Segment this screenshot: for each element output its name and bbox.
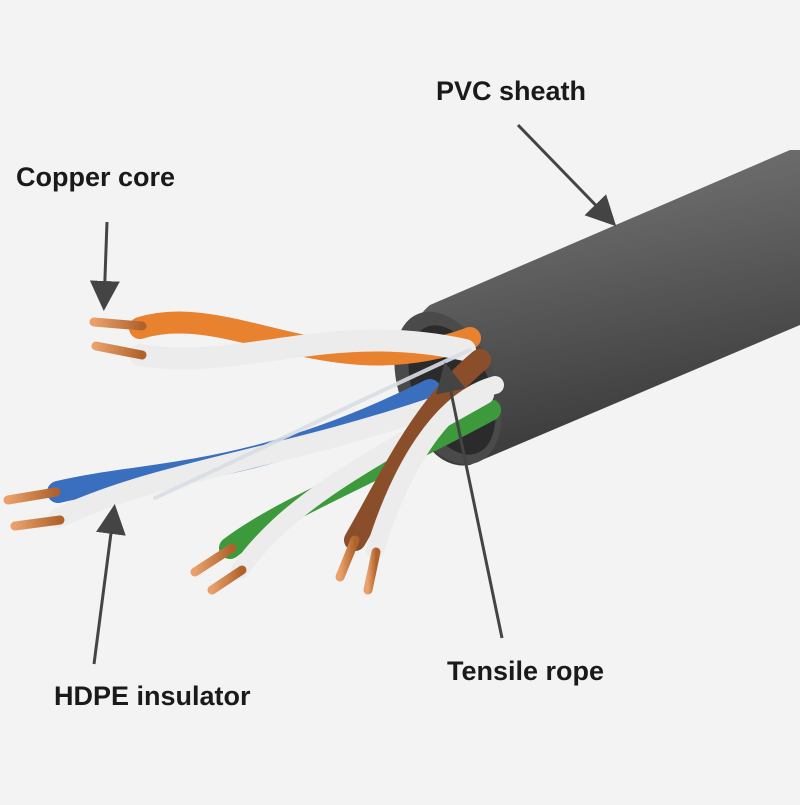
copper-core-5 bbox=[190, 543, 237, 577]
brown-white-wire bbox=[366, 376, 504, 559]
pvc-sheath-label: PVC sheath bbox=[436, 76, 587, 106]
pvc-arrow bbox=[516, 123, 617, 227]
copper-arrow bbox=[89, 221, 120, 311]
copper-core-6 bbox=[207, 565, 247, 595]
copper-core-4 bbox=[10, 515, 65, 531]
copper-cores bbox=[3, 317, 381, 595]
tensile-rope-label: Tensile rope bbox=[447, 656, 605, 686]
copper-core-3 bbox=[3, 487, 61, 505]
copper-core-1 bbox=[89, 317, 147, 331]
tensile-rope-strand bbox=[153, 348, 472, 500]
hdpe-insulator-label: HDPE insulator bbox=[54, 681, 251, 711]
hdpe-arrow bbox=[92, 504, 126, 665]
orange-white-wire bbox=[129, 329, 476, 370]
copper-core-label: Copper core bbox=[16, 162, 176, 192]
twisted-pairs bbox=[47, 311, 504, 579]
copper-core-8 bbox=[363, 547, 381, 595]
tensile-arrow bbox=[436, 362, 504, 639]
copper-core-2 bbox=[91, 341, 147, 360]
copper-core-7 bbox=[335, 535, 360, 582]
callout-arrows bbox=[89, 123, 617, 665]
